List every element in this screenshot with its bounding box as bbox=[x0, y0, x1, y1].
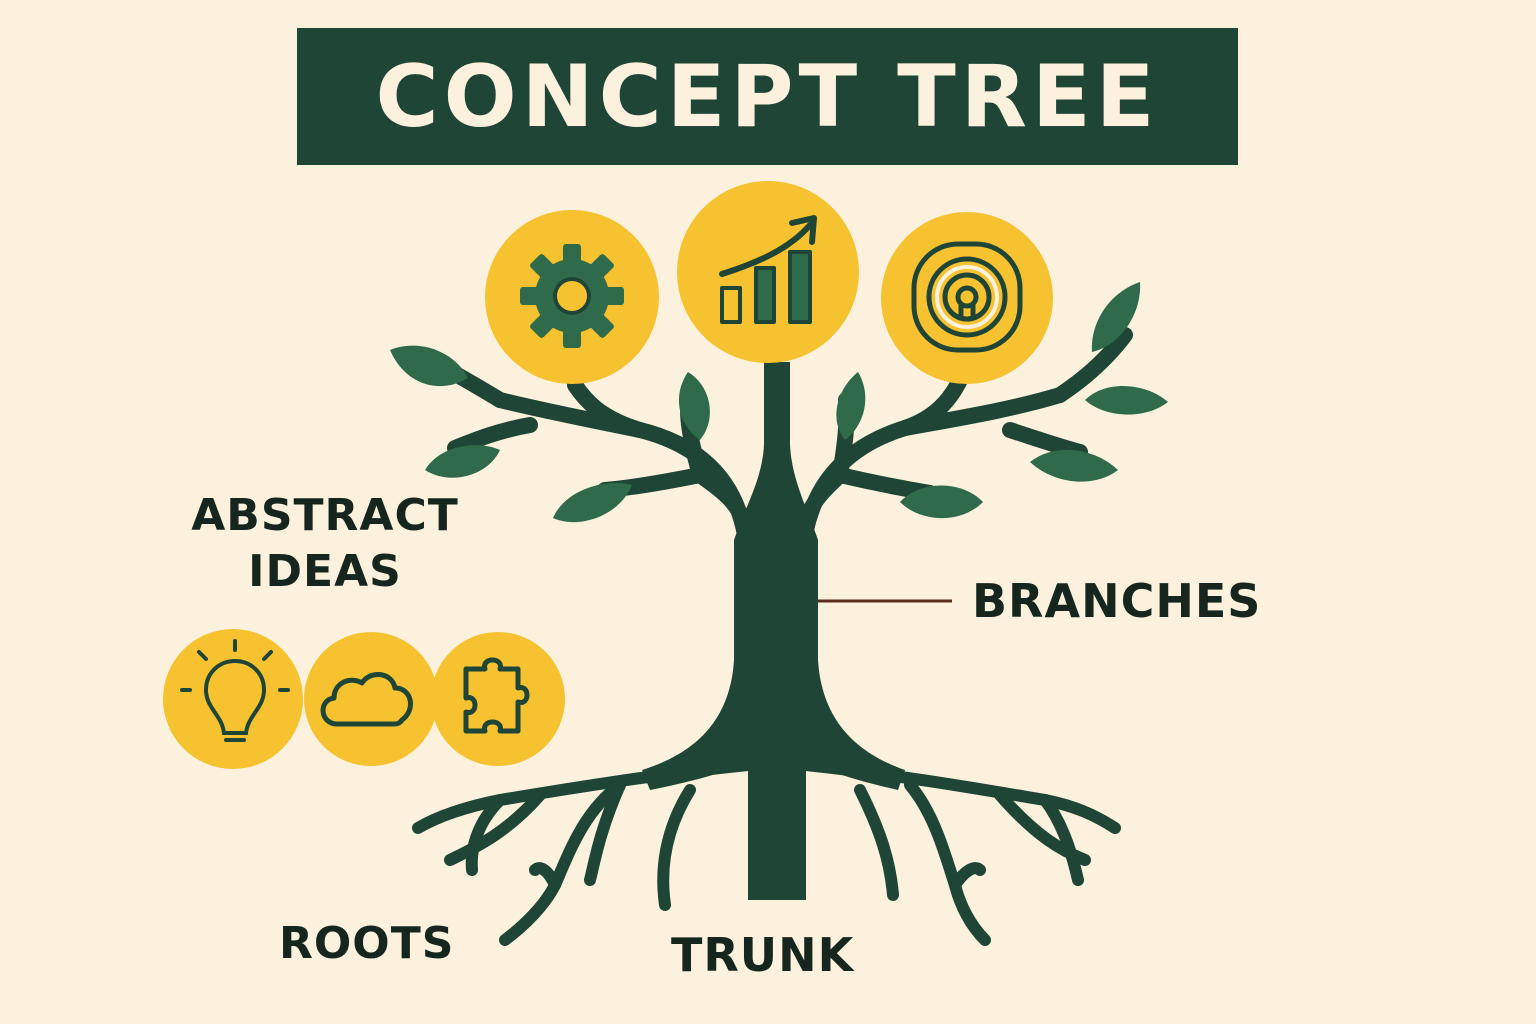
target-icon bbox=[911, 241, 1023, 353]
abstract-ideas-label-line2: IDEAS bbox=[248, 546, 402, 597]
leaf bbox=[900, 485, 983, 519]
leaf bbox=[390, 345, 468, 387]
cloud-icon bbox=[320, 672, 413, 727]
lightbulb-icon bbox=[180, 639, 290, 742]
leaf bbox=[1085, 385, 1168, 415]
abstract-ideas-label: ABSTRACT IDEAS bbox=[150, 488, 500, 600]
leaf bbox=[553, 483, 632, 523]
leaf bbox=[1030, 449, 1118, 482]
page-title: CONCEPT TREE bbox=[375, 46, 1160, 147]
roots-label: ROOTS bbox=[279, 918, 455, 969]
leaf bbox=[678, 372, 710, 440]
trunk-label: TRUNK bbox=[671, 928, 855, 982]
tree-leaves bbox=[390, 282, 1168, 523]
leaf bbox=[425, 445, 500, 478]
title-banner: CONCEPT TREE bbox=[297, 28, 1238, 165]
tree-roots bbox=[412, 759, 1121, 946]
leaf bbox=[1091, 282, 1141, 352]
gear-icon bbox=[520, 244, 624, 348]
abstract-ideas-label-line1: ABSTRACT bbox=[191, 490, 459, 541]
bar-chart-growth-icon bbox=[719, 215, 817, 324]
puzzle-piece-icon bbox=[463, 657, 530, 734]
leaf bbox=[836, 372, 866, 440]
branches-label: BRANCHES bbox=[972, 574, 1262, 628]
